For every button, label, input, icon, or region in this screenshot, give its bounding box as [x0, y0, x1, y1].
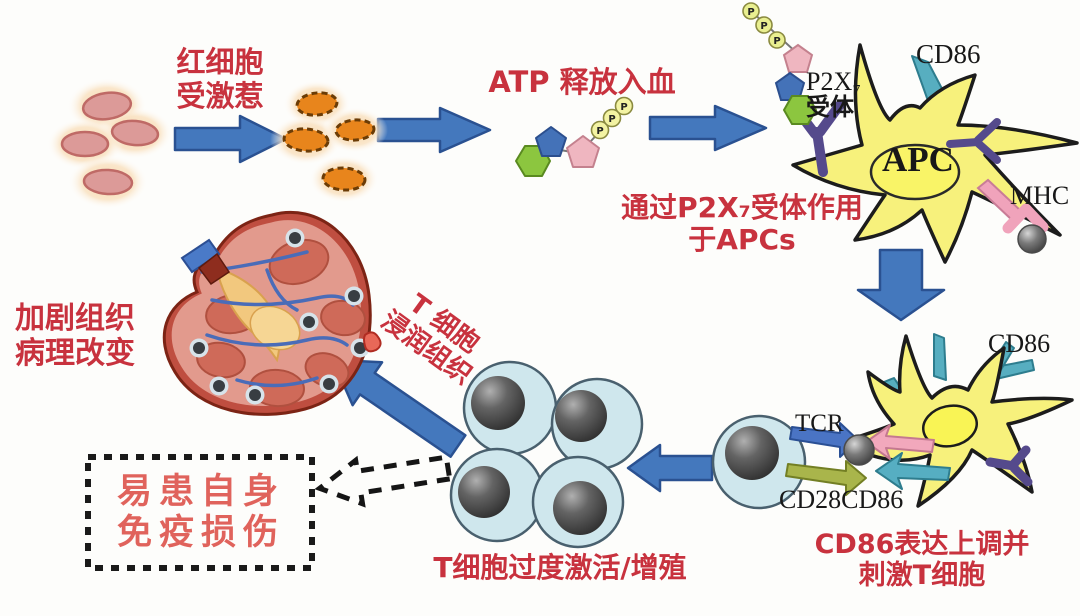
- ribose-pentagon: [566, 135, 600, 168]
- activated-red-blood-cell: [295, 91, 339, 117]
- adenine-pentagon: [535, 126, 567, 157]
- arrow-apc-down: [856, 248, 946, 322]
- red-blood-cell: [110, 119, 160, 147]
- renal-vein: [197, 252, 231, 286]
- kidney-illustration: [162, 210, 372, 416]
- cd86-upregulated-caption: CD86表达上调并 刺激T细胞: [814, 529, 1030, 592]
- dashed-arrow-to-outcome: [314, 454, 453, 508]
- arrow-atp-to-apc: [648, 104, 768, 152]
- mhc-label: MHC: [1010, 181, 1070, 210]
- cd86-apc2-label: CD86: [988, 329, 1051, 358]
- p2x7-receptor-label: P2X₇ 受体: [806, 67, 862, 122]
- immune-synapse: [785, 422, 951, 496]
- cd28-receptor: [785, 460, 867, 496]
- aggravate-pathology-caption: 加剧组织 病理改变: [15, 301, 135, 371]
- mhc-antigen-sphere: [1017, 224, 1047, 254]
- tcell-overactivation-caption: T细胞过度激活/增殖: [433, 551, 687, 584]
- svg-text:P: P: [608, 114, 615, 125]
- mhc-receptor: [976, 178, 1049, 254]
- apc1-cell: P P P: [742, 2, 1079, 264]
- activated-t-cell: [711, 414, 807, 510]
- svg-text:P: P: [773, 36, 780, 47]
- svg-text:P: P: [760, 21, 767, 32]
- tcr-label: TCR: [795, 410, 844, 437]
- red-blood-cell: [81, 91, 133, 121]
- apc1-purple-receptor: [946, 118, 1001, 164]
- atp-release-label: ATP 释放入血: [488, 65, 676, 99]
- cd28-cd86-label: CD28CD86: [779, 485, 904, 514]
- rbc-stimulated-label: 红细胞 受激惹: [176, 45, 264, 113]
- phosphate-chain: P P P: [590, 96, 634, 140]
- apc2-purple-receptor: [985, 445, 1033, 487]
- apc1-nucleus-ring: [869, 143, 961, 201]
- svg-text:P: P: [747, 7, 754, 18]
- antigen-sphere: [843, 434, 875, 466]
- atp-molecule: P P P: [515, 96, 634, 177]
- apc2-nucleus: [922, 404, 978, 448]
- activated-red-blood-cell: [334, 118, 376, 142]
- mhc-cd86-pink-band: [865, 424, 935, 460]
- outcome-box-border: [85, 454, 315, 571]
- svg-text:P: P: [620, 102, 627, 113]
- activated-red-blood-cell: [321, 166, 367, 192]
- arrow-activated-to-atp: [376, 106, 492, 154]
- renal-artery: [180, 238, 221, 274]
- resting-red-blood-cells: [47, 78, 173, 209]
- cd86-apc1-label: CD86: [916, 39, 981, 69]
- via-p2x7-caption: 通过P2X₇受体作用 于APCs: [621, 191, 863, 257]
- activated-red-blood-cells: [270, 80, 388, 203]
- red-blood-cell: [82, 168, 134, 196]
- arrow-rbc-to-activated: [173, 114, 288, 164]
- arrow-tcell-to-cluster: [626, 443, 714, 493]
- apc2-cell: [840, 333, 1074, 508]
- autoimmune-risk-caption: 易患自身 免疫损伤: [116, 472, 285, 552]
- cd86-teal-band: [875, 452, 951, 490]
- activated-red-blood-cell: [282, 127, 330, 153]
- vessel-fragment: [363, 331, 382, 353]
- apc-label: APC: [882, 140, 954, 179]
- svg-text:P: P: [596, 126, 603, 137]
- red-blood-cell: [60, 130, 110, 158]
- atp-at-receptor: P P P: [742, 2, 818, 125]
- tcell-cluster: [449, 360, 644, 549]
